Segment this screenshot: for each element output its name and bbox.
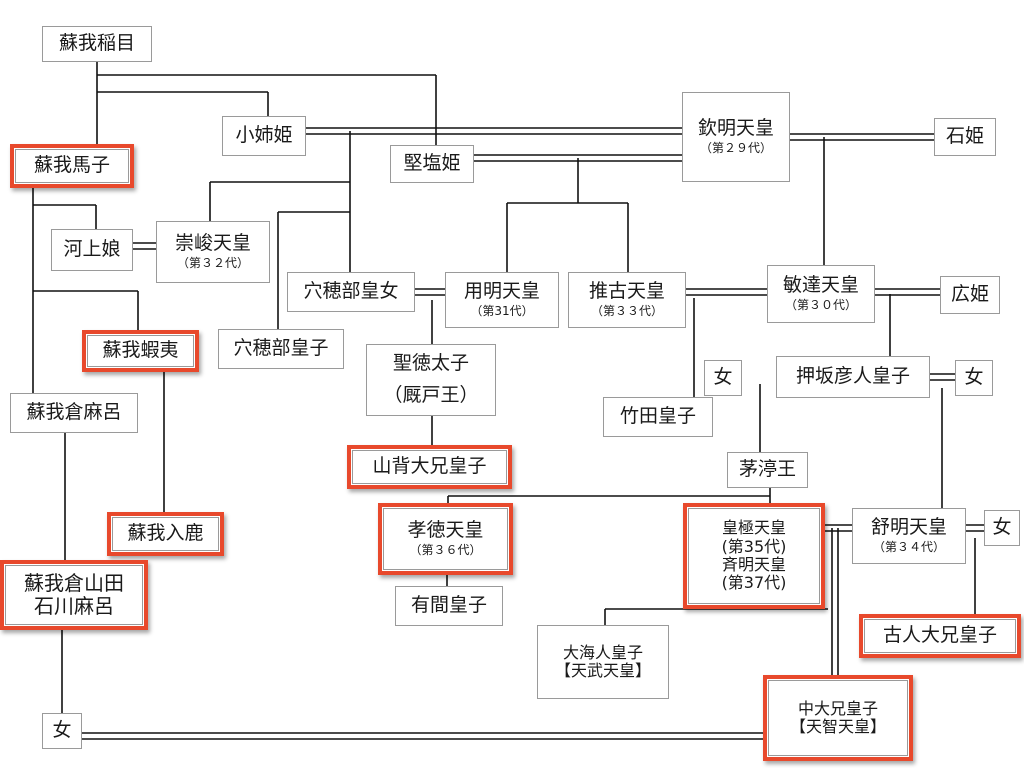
person-name: 崇峻天皇 [174,232,251,255]
person-subtitle: （第３０代） [784,298,857,313]
person-subtitle: （第３３代） [590,304,663,319]
person-name: 蘇我馬子 [33,154,110,177]
person-name: 有間皇子 [410,594,487,617]
person-soga-kuramaro: 蘇我倉麻呂 [10,393,138,433]
person-name-line: 皇極天皇 [721,518,786,538]
person-name: 河上娘 [63,238,121,261]
person-name: 穴穂部皇女 [303,280,399,303]
person-name-line: 大海人皇子 [562,642,643,662]
person-subtitle: （第３２代） [176,256,249,271]
person-kogyoku: 皇極天皇(第35代)斉明天皇(第37代) [683,503,825,609]
person-subtitle: （厩戸王） [383,384,479,406]
person-hiro-hime: 広姫 [940,276,1000,314]
person-oama: 大海人皇子【天武天皇】 [537,625,669,699]
person-takeda: 竹田皇子 [603,397,713,437]
person-name-line: 【天武天皇】 [554,661,651,680]
person-chinu: 茅渟王 [727,452,808,488]
person-suiko: 推古天皇（第３３代） [568,272,686,328]
person-kawakami: 河上娘 [51,229,133,271]
person-name: 用明天皇 [463,280,540,303]
person-name: 竹田皇子 [619,405,696,428]
person-name: 敏達天皇 [782,274,859,297]
person-name: 堅塩姫 [403,152,461,175]
person-soga-iruka: 蘇我入鹿 [107,512,224,556]
person-name: 蘇我入鹿 [127,522,204,545]
person-name: 押坂彦人皇子 [795,365,910,388]
person-subtitle: （第31代） [470,304,534,319]
person-name: 茅渟王 [738,458,796,481]
person-nakano-oe: 中大兄皇子【天智天皇】 [763,675,913,761]
person-anahobe-himemiko: 穴穂部皇女 [287,272,415,312]
person-sushun: 崇峻天皇（第３２代） [156,221,270,283]
person-shotoku: 聖徳太子 （厩戸王） [366,344,496,416]
person-name: 女 [52,719,72,742]
person-name: 広姫 [950,283,989,306]
person-name: 古人大兄皇子 [882,624,997,647]
person-name: 欽明天皇 [697,117,774,140]
person-woman3: 女 [984,510,1020,546]
person-oane-gimi: 小姉姫 [222,116,306,156]
person-yamashiro: 山背大兄皇子 [347,445,512,489]
person-name: 女 [964,366,984,389]
person-name: 舒明天皇 [870,516,947,539]
person-name-line: 斉明天皇 [721,555,786,574]
person-name: 推古天皇 [588,280,665,303]
person-name: 山背大兄皇子 [372,455,487,478]
person-name-line: (第35代) [721,536,787,556]
person-furuhito: 古人大兄皇子 [859,614,1021,658]
person-bidatsu: 敏達天皇（第３０代） [767,265,875,323]
person-jomei: 舒明天皇（第３４代） [852,508,966,564]
person-soga-emishi: 蘇我蝦夷 [82,330,199,372]
person-name: 孝徳天皇 [407,519,484,542]
person-name-line: 中大兄皇子 [797,698,878,718]
person-kotoku: 孝徳天皇（第３６代） [378,503,513,575]
person-woman1: 女 [704,360,742,396]
person-name: 女 [713,366,733,389]
person-kimmei: 欽明天皇（第２９代） [682,92,790,182]
person-anahobe-miko: 穴穂部皇子 [218,329,344,369]
person-kitashi-hime: 堅塩姫 [390,145,474,183]
person-name: 小姉姫 [235,124,293,147]
person-oshisaka: 押坂彦人皇子 [776,356,930,398]
person-soga-iname: 蘇我稲目 [42,26,152,62]
person-name: 蘇我倉麻呂 [26,401,122,424]
person-name: 女 [992,516,1012,539]
person-subtitle: （第２９代） [699,141,772,156]
person-name-line: (第37代) [721,573,787,593]
person-woman4: 女 [42,713,82,749]
person-woman2: 女 [955,360,993,396]
person-subtitle: （第３４代） [872,540,945,555]
person-name: 聖徳太子 [392,352,469,375]
person-soga-umako: 蘇我馬子 [10,144,134,188]
person-arima: 有間皇子 [395,586,503,626]
person-name: 穴穂部皇子 [233,337,329,360]
person-name-line: 蘇我倉山田 [24,571,124,595]
person-subtitle: （第３６代） [409,543,482,558]
person-name: 蘇我蝦夷 [102,339,179,362]
person-name-line: 石川麻呂 [34,594,114,618]
person-ishikawamaro: 蘇我倉山田石川麻呂 [0,560,148,630]
person-ishi-hime: 石姫 [934,118,996,156]
person-name: 石姫 [945,125,984,148]
person-yomei: 用明天皇（第31代） [445,272,559,328]
person-name: 蘇我稲目 [58,32,135,55]
person-name-line: 【天智天皇】 [789,717,886,736]
